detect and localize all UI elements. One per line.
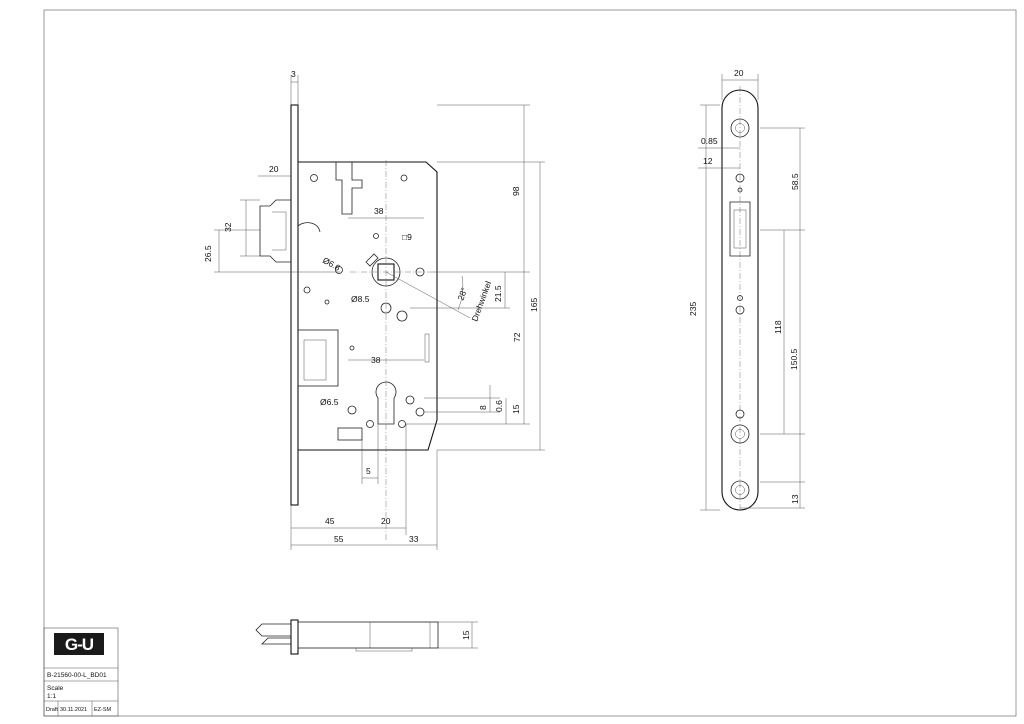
dim-45: 45 [325,516,335,526]
torx-screw [730,424,750,444]
dim-8: 8 [478,405,488,410]
scale-value: 1:1 [47,693,56,700]
dim-235: 235 [688,302,698,316]
dim-33: 33 [409,534,419,544]
screw [737,295,743,301]
screw [349,345,355,351]
front-dimension-labels: 3 20 32 26.5 38 □9 Ø6.6 Ø8.5 28° Drehwin… [203,69,539,544]
faceplate-view [721,86,759,512]
dim-72: 72 [512,332,522,342]
company-logo: G-U [54,633,104,655]
dim-150-5: 150.5 [789,348,799,370]
dim-5: 5 [366,466,371,476]
screw [396,310,408,322]
faceplate-dimensions [698,74,805,511]
screw [310,174,318,182]
side-latch [255,623,291,637]
dim-3: 3 [291,69,296,79]
latch-lever [297,222,321,233]
deadbolt [297,329,339,387]
dim-0-6: 0.6 [494,400,504,412]
side-case [297,621,439,649]
dim-square-9: □9 [402,232,412,242]
date: 30.11.2021 [60,707,87,713]
side-faceplate [290,619,299,655]
title-block: G-U B-21560-00-L_BD01 Scale 1:1 Draft 30… [43,627,119,717]
dim-12: 12 [703,156,713,166]
svg-text:G-U: G-U [65,635,94,654]
screw [735,173,745,183]
dim-58-5: 58.5 [790,173,800,190]
screw [373,233,379,239]
dim-20-top: 20 [269,164,279,174]
faceplate [290,104,299,506]
dim-plate-20: 20 [734,68,744,78]
cylinder-hole [398,420,406,428]
latch-bolt [259,199,291,263]
latch-inner [272,211,287,251]
dim-hole-6-6: Ø6.6 [321,255,342,273]
screw [335,266,343,274]
dim-13: 13 [790,494,800,504]
sheet-border [43,9,1017,717]
author: EZ-SM [94,707,112,713]
screw [737,187,743,193]
screw [400,174,408,182]
scale-label: Scale [47,685,64,692]
dim-165: 165 [529,298,539,312]
dim-angle-28: 28° [455,286,469,302]
torx-screw [730,480,750,500]
dim-38-lower: 38 [371,355,381,365]
dim-drehwinkel: Drehwinkel [469,280,493,323]
dim-26-5: 26.5 [203,245,213,262]
dim-hole-6-5: Ø6.5 [320,397,339,407]
dim-55: 55 [334,534,344,544]
cylinder-hole [366,420,374,428]
dim-0-85: 0.85 [701,136,718,146]
front-view [259,104,471,540]
dim-21-5: 21.5 [493,285,503,302]
side-latch-lower [261,637,291,645]
torx-screw [730,118,750,138]
lock-case [298,161,438,451]
dim-15: 15 [511,404,521,414]
dim-118: 118 [773,320,783,334]
latch-inner [733,209,747,249]
screw [405,395,415,405]
drawing-number: B-21560-00-L_BD01 [47,672,107,679]
cylinder-cutout [375,381,397,425]
follower-tab [365,253,379,267]
front-dimensions [214,75,545,550]
faceplate-dimension-labels: 20 0.85 12 58.5 235 118 150.5 13 [688,68,800,504]
dim-98: 98 [511,186,521,196]
dim-hole-8-5: Ø8.5 [351,294,370,304]
screw [324,299,330,305]
deadbolt-inner [303,339,327,381]
angle-line [385,271,471,319]
side-view: 15 [255,619,478,655]
faceplate-outline [721,89,759,511]
slot-marker [424,333,430,363]
dim-38-upper: 38 [374,206,384,216]
dim-side-15: 15 [461,630,471,640]
screw [347,405,357,415]
latch-opening [729,201,751,257]
screw [735,305,745,315]
dim-32: 32 [223,222,233,232]
screw [415,407,425,417]
screw [303,286,311,294]
dim-20-bottom: 20 [381,516,391,526]
catch [337,427,363,441]
side-lip [355,647,413,652]
top-slot [335,162,363,215]
status: Draft [46,707,58,713]
screw [735,409,745,419]
